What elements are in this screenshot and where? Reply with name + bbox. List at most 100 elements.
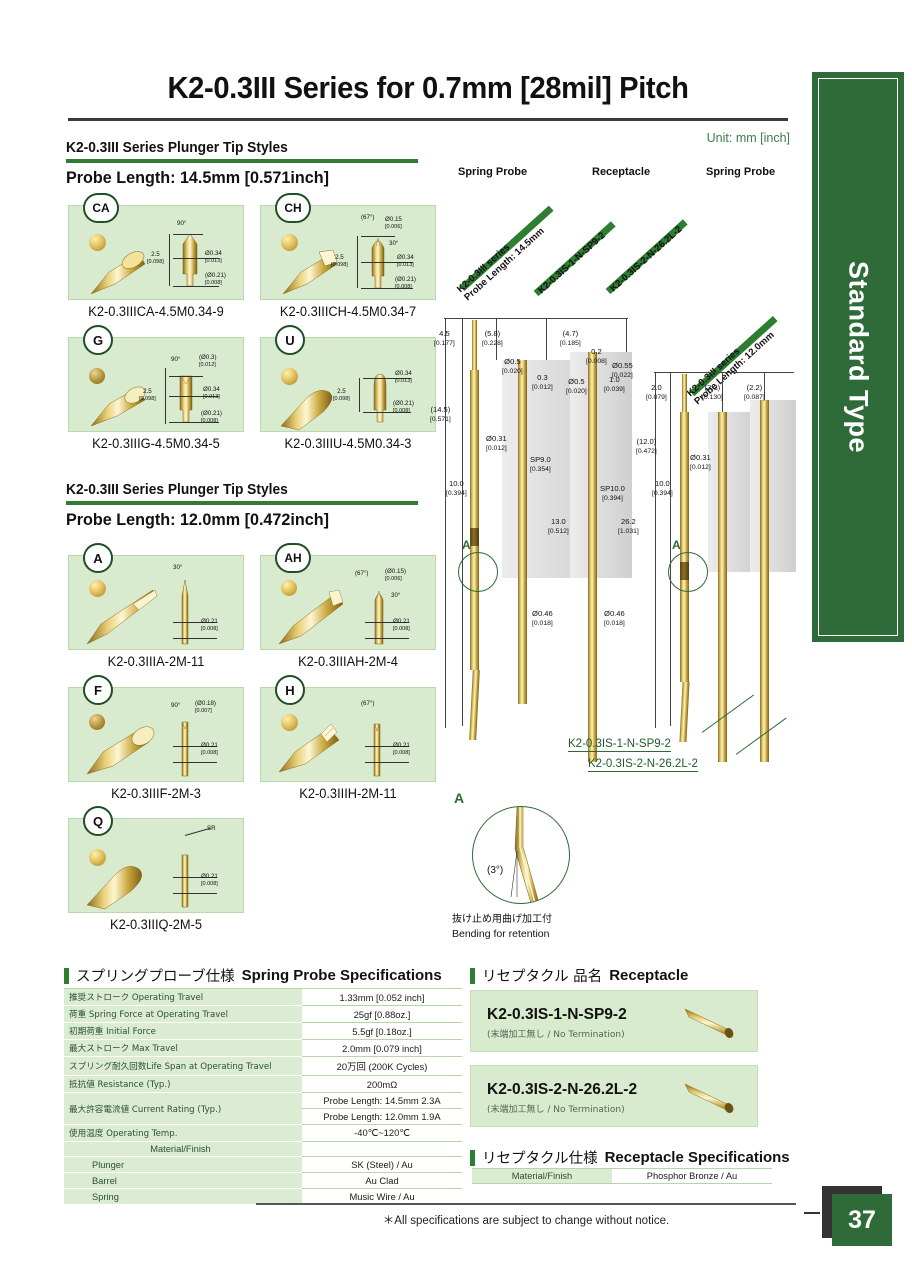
- dim-text: (Ø0.18)[0.007]: [195, 700, 216, 715]
- receptacle-spec-title: リセプタクル仕様 Receptacle Specifications: [470, 1147, 790, 1168]
- tip-style-badge: Q: [83, 806, 113, 836]
- tip-style-badge: AH: [275, 543, 311, 573]
- spec-value: 1.33mm [0.052 inch]: [302, 988, 462, 1006]
- tip-style-card-ca[interactable]: CA 2.5[0.098]: [68, 193, 244, 319]
- receptacle-right-2: [760, 400, 769, 762]
- page-number: 37: [832, 1194, 892, 1246]
- table-row: Barrel Au Clad: [64, 1172, 462, 1189]
- spring-probe-spec-title: スプリングプローブ仕様 Spring Probe Specifications: [64, 965, 442, 986]
- tip-style-illustration: CH (67°) Ø0.15[0.006] 30° 2.5[: [260, 193, 436, 300]
- tip-style-part-number: K2-0.3IIIA-2M-11: [107, 654, 205, 669]
- dimension-callout: 10.0[0.394]: [652, 479, 673, 497]
- spec-label: 使用温度 Operating Temp.: [64, 1124, 302, 1142]
- tip-style-illustration: A 30° Ø0.21[0.008]: [68, 543, 244, 651]
- spec-value: Probe Length: 12.0mm 1.9A: [302, 1108, 462, 1125]
- table-row: 最大許容電流値 Current Rating (Typ.) Probe Leng…: [64, 1092, 462, 1125]
- spec-value: 2.0mm [0.079 inch]: [302, 1039, 462, 1057]
- tip-style-card-f[interactable]: F 90° (Ø0.18)[0.007] Ø0.21[0.008]: [68, 675, 244, 801]
- dim-text: 2.5[0.098]: [333, 388, 350, 403]
- spec-value-empty: [302, 1141, 462, 1157]
- title-bar-accent: [470, 1149, 475, 1166]
- tip-style-badge: A: [83, 543, 113, 573]
- tip-style-illustration: H (67°) Ø0.21[0.008]: [260, 675, 436, 782]
- dimension-callout: (14.5)[0.571]: [430, 405, 451, 423]
- receptacle-part-number: K2-0.3IS-2-N-26.2L-2: [487, 1081, 638, 1098]
- title-bar-accent: [470, 967, 475, 984]
- dimension-callout: 1.0[0.039]: [604, 375, 625, 393]
- dim-text: Ø0.21[0.008]: [201, 618, 218, 633]
- detail-mark-a: A: [672, 538, 681, 552]
- dim-text: 2.5[0.098]: [139, 388, 156, 403]
- plunger-cross-section: [369, 586, 389, 651]
- section-underline: [66, 159, 418, 163]
- dim-text: 90°: [171, 356, 181, 363]
- tip-style-illustration: U 2.5[0.098] Ø0.34[0.013] (Ø0.21)[0.008]: [260, 325, 436, 432]
- dimension-callout: 26.2[1.031]: [618, 517, 639, 535]
- tip-end-view-icon: [89, 234, 106, 251]
- receptacle-spec-title-jp: リセプタクル仕様: [482, 1151, 598, 1167]
- tip-style-card-ah[interactable]: AH (67°) (Ø0.15)[0.006] 30° Ø0.21[0.008]: [260, 543, 436, 669]
- receptacle-card-sp9[interactable]: K2-0.3IS-1-N-SP9-2 (末端加工無し / No Terminat…: [470, 990, 758, 1052]
- plunger-cross-section: [177, 574, 195, 651]
- tip-style-card-g[interactable]: G 90° (Ø0.3)[0.012] 2.5[0.098]: [68, 325, 244, 451]
- detail-a-angle: (3°): [487, 865, 504, 876]
- tip-style-part-number: K2-0.3IIIG-4.5M0.34-5: [92, 436, 220, 451]
- plunger-cross-section: [177, 714, 195, 783]
- diagonal-label-receptacle-262l: K2-0.3IS-2-N-26.2L-2: [608, 223, 685, 295]
- footer-divider: [256, 1203, 796, 1205]
- side-tab-label: Standard Type: [843, 260, 874, 454]
- spec-title-en: Spring Probe Specifications: [241, 967, 442, 984]
- dim-text: 30°: [391, 592, 401, 599]
- section-title: K2-0.3III Series Plunger Tip Styles: [66, 482, 288, 498]
- tip-style-part-number: K2-0.3IIIH-2M-11: [299, 786, 397, 801]
- page-tick: [804, 1212, 820, 1214]
- drawing-part-label-262l: K2-0.3IS-2-N-26.2L-2: [588, 758, 698, 772]
- tip-end-view-icon: [281, 368, 298, 385]
- mounting-block: [708, 412, 756, 572]
- receptacle-note: (末端加工無し / No Termination): [487, 1105, 625, 1115]
- dim-text: (Ø0.21)[0.008]: [201, 410, 222, 425]
- material-finish-header: Material/Finish: [64, 1141, 302, 1157]
- page-title: K2-0.3III Series for 0.7mm [28mil] Pitch: [167, 70, 689, 105]
- tip-style-card-ch[interactable]: CH (67°) Ø0.15[0.006] 30° 2.5[: [260, 193, 436, 319]
- leader-line: [701, 694, 755, 733]
- tip-style-badge: F: [83, 675, 113, 705]
- spring-probe-spec-table: 推奨ストローク Operating Travel 1.33mm [0.052 i…: [64, 988, 462, 1205]
- unit-note: Unit: mm [inch]: [706, 131, 790, 145]
- spec-value: Au Clad: [302, 1172, 462, 1189]
- detail-mark-a: A: [462, 538, 471, 552]
- receptacle-card-262l[interactable]: K2-0.3IS-2-N-26.2L-2 (末端加工無し / No Termin…: [470, 1065, 758, 1127]
- tip-style-badge: CH: [275, 193, 311, 223]
- detail-a-circle: (3°): [472, 806, 570, 904]
- spec-label: 抵抗値 Resistance (Typ.): [64, 1075, 302, 1093]
- spec-label: Material/Finish: [472, 1168, 612, 1184]
- side-tab-standard-type: Standard Type: [812, 72, 904, 642]
- receptacle-spec-table: Material/Finish Phosphor Bronze / Au: [472, 1168, 772, 1184]
- tip-style-part-number: K2-0.3IIIQ-2M-5: [110, 917, 202, 932]
- section-subtitle: Probe Length: 12.0mm [0.472inch]: [66, 509, 329, 529]
- plunger-3d-view: [86, 589, 158, 645]
- assembly-drawing: Spring Probe Receptacle Spring Probe K2-…: [430, 160, 800, 950]
- receptacle-262l-overlay: [588, 352, 597, 762]
- dimension-callout: 2.0[0.079]: [646, 383, 667, 401]
- table-row: 初期荷重 Initial Force 5.5gf [0.18oz.]: [64, 1022, 462, 1040]
- dim-text: 2.5[0.098]: [147, 251, 164, 266]
- tip-style-card-q[interactable]: Q SR Ø0.21[0.008] K2-0.3IIIQ-2M-5: [68, 806, 244, 932]
- tip-style-card-u[interactable]: U 2.5[0.098] Ø0.34[0.013] (Ø0.21)[0.008]: [260, 325, 436, 451]
- tip-end-view-icon: [89, 714, 105, 730]
- dim-text: Ø0.15[0.006]: [385, 216, 402, 231]
- plunger-cross-section: [177, 230, 203, 297]
- tip-style-card-h[interactable]: H (67°) Ø0.21[0.008] K2-0.3IIIH-2M-11: [260, 675, 436, 801]
- tip-style-card-a[interactable]: A 30° Ø0.21[0.008] K2-0.3IIIA-2M-11: [68, 543, 244, 669]
- section-subtitle: Probe Length: 14.5mm [0.571inch]: [66, 167, 329, 187]
- dim-text: (Ø0.21)[0.008]: [395, 276, 416, 291]
- dim-text: 90°: [171, 702, 181, 709]
- receptacle-tube-image: [683, 1003, 741, 1041]
- drawing-column-header: Receptacle: [592, 166, 651, 178]
- dim-text: 30°: [389, 240, 399, 247]
- tip-end-view-icon: [281, 714, 298, 731]
- section-title: K2-0.3III Series Plunger Tip Styles: [66, 140, 288, 156]
- spec-value: 25gf [0.88oz.]: [302, 1005, 462, 1023]
- table-row: 最大ストローク Max Travel 2.0mm [0.079 inch]: [64, 1039, 462, 1057]
- table-row: 推奨ストローク Operating Travel 1.33mm [0.052 i…: [64, 988, 462, 1006]
